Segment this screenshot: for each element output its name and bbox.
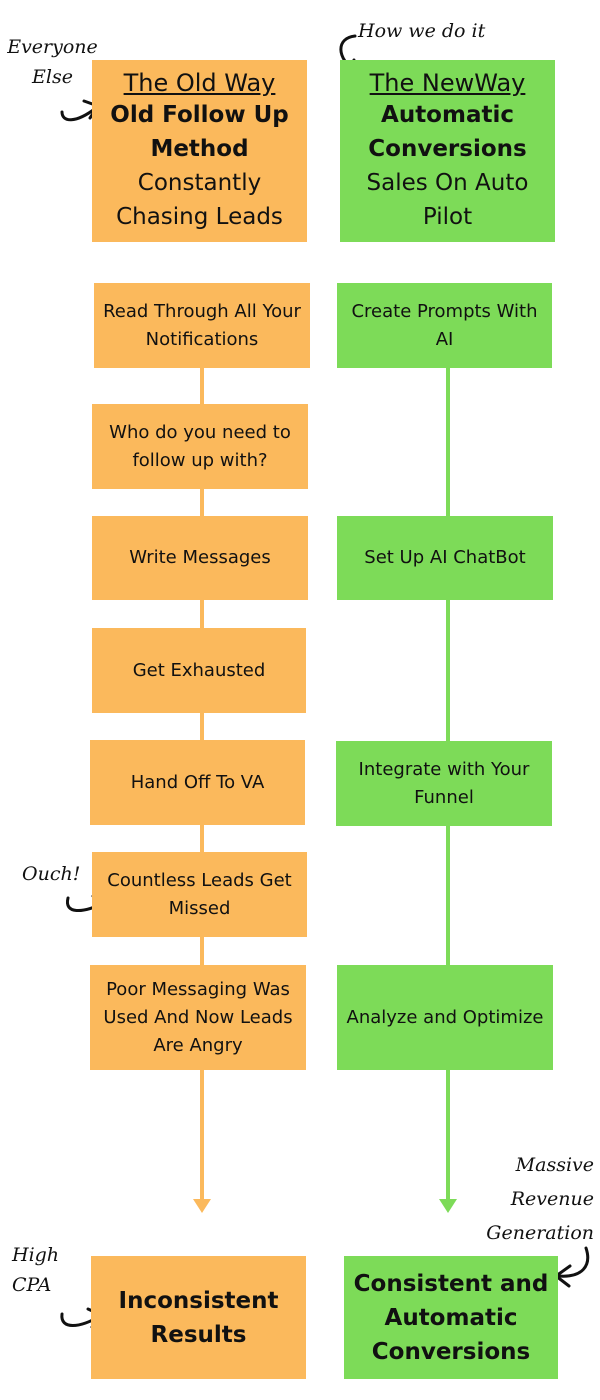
old-way-result: Inconsistent Results <box>91 1256 306 1379</box>
new-step-2: Set Up AI ChatBot <box>337 516 553 600</box>
old-way-bold-label: Old Follow Up Method <box>110 102 289 162</box>
massive-revenue-arrow <box>556 1246 590 1278</box>
how-we-do-it-note: How we do it <box>358 20 486 42</box>
ouch-note: Ouch! <box>22 863 81 885</box>
new-way-result: Consistent and Automatic Conversions <box>344 1256 558 1379</box>
massive-revenue-note: Massive Revenue Generation <box>470 1148 594 1250</box>
new-step-3: Integrate with Your Funnel <box>336 741 552 826</box>
new-way-bold-label: Automatic Conversions <box>368 102 527 162</box>
old-way-header: The Old Way Old Follow Up Method Constan… <box>92 60 307 242</box>
high-cpa-text: High CPA <box>12 1244 60 1296</box>
old-step-2: Who do you need to follow up with? <box>92 404 308 489</box>
old-way-subtitle: Constantly Chasing Leads <box>116 170 283 230</box>
old-step-7: Poor Messaging Was Used And Now Leads Ar… <box>90 965 306 1070</box>
old-step-6: Countless Leads Get Missed <box>92 852 307 937</box>
old-step-3: Write Messages <box>92 516 308 600</box>
everyone-else-text: Everyone Else <box>7 36 98 88</box>
old-way-title: The Old Way <box>123 69 276 97</box>
new-step-1: Create Prompts With AI <box>337 283 552 368</box>
old-step-4: Get Exhausted <box>92 628 306 713</box>
high-cpa-note: High CPA <box>12 1240 72 1300</box>
old-way-arrowhead <box>193 1199 211 1213</box>
everyone-else-arrow <box>60 106 98 122</box>
massive-revenue-text: Massive Revenue Generation <box>486 1154 594 1244</box>
new-step-4: Analyze and Optimize <box>337 965 553 1070</box>
new-way-header: The NewWay Automatic Conversions Sales O… <box>340 60 555 242</box>
new-way-arrowhead <box>439 1199 457 1213</box>
everyone-else-note: Everyone Else <box>5 32 100 92</box>
old-step-1: Read Through All Your Notifications <box>94 283 310 368</box>
new-way-subtitle: Sales On Auto Pilot <box>366 170 529 230</box>
old-step-5: Hand Off To VA <box>90 740 305 825</box>
new-way-title: The NewWay <box>369 69 526 97</box>
